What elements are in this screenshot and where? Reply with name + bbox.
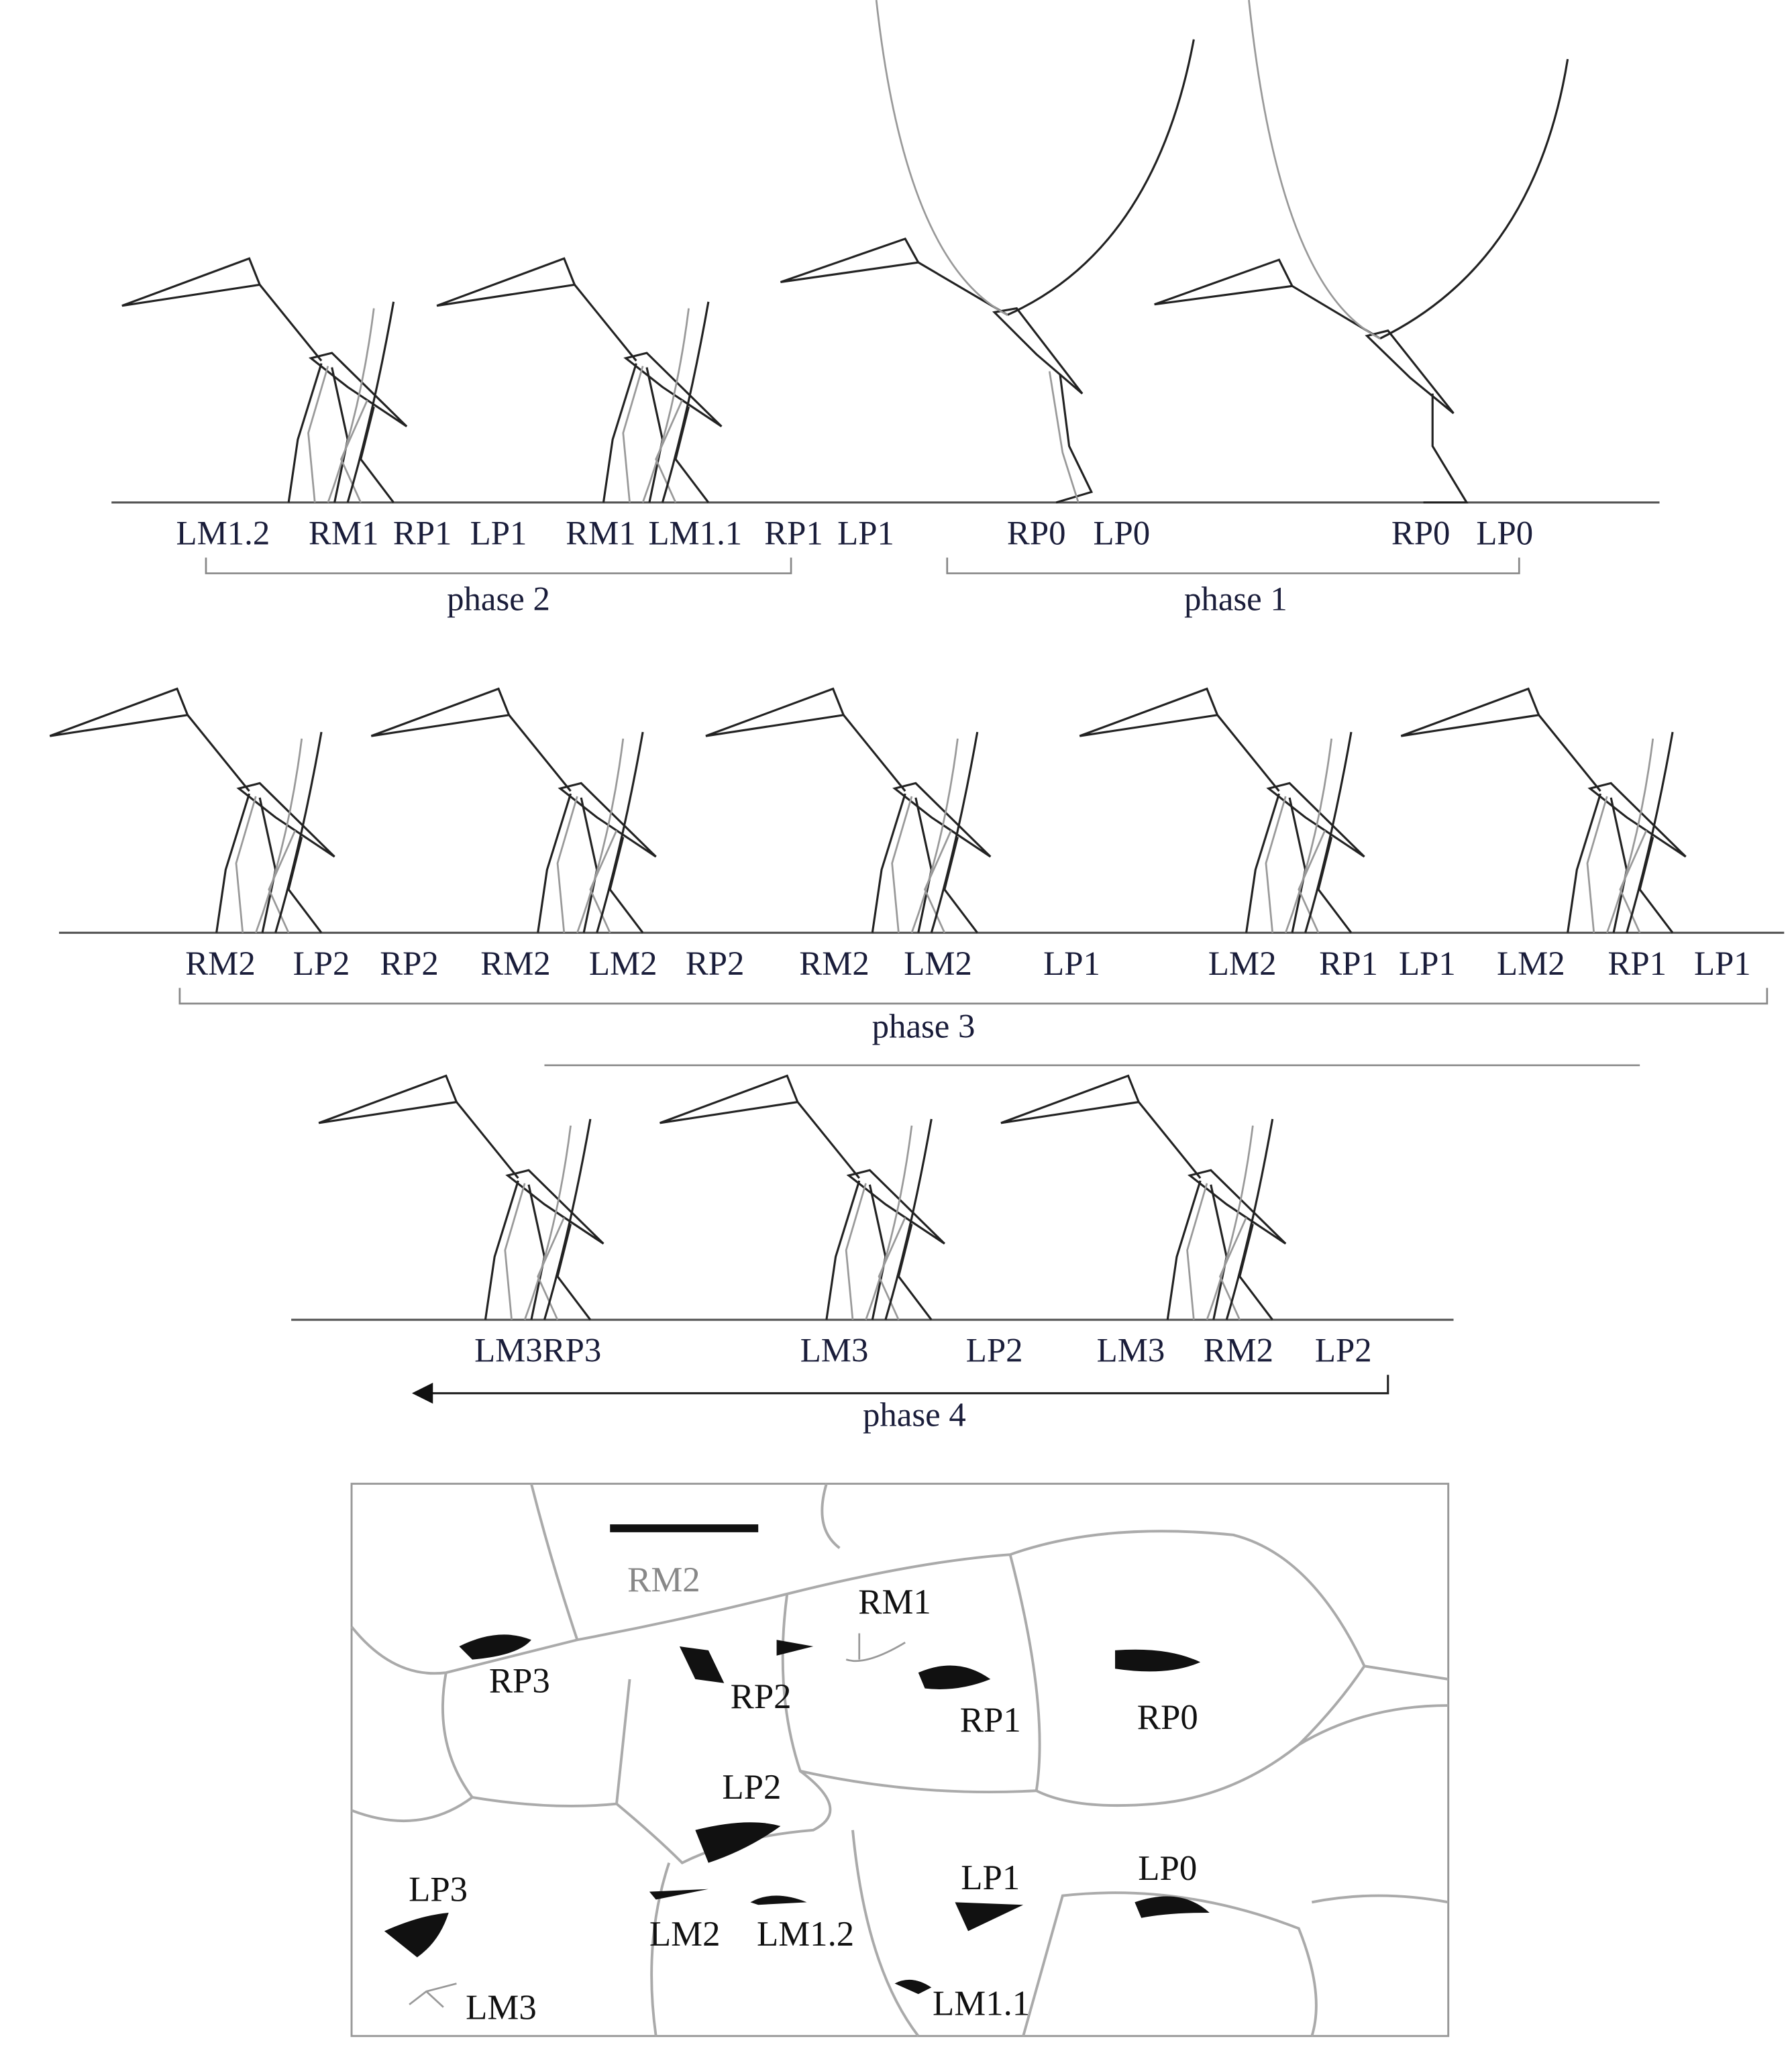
limb-label: RM2 xyxy=(480,945,551,982)
track-label: LP1 xyxy=(961,1858,1020,1897)
track-label: LM3 xyxy=(466,1988,537,2027)
limb-label: LP1 xyxy=(470,515,527,552)
trackway-panel: RM2 RM1 RP3 RP2 RP1 RP0 LP2 LP3 LP1 LP0 … xyxy=(350,1483,1450,2038)
limb-label: LP2 xyxy=(1315,1332,1372,1369)
phase-bracket xyxy=(178,988,1769,1005)
direction-arrow xyxy=(430,1375,1389,1395)
track-label: LM1.1 xyxy=(933,1984,1030,2023)
handprint-lm1-1 xyxy=(894,1979,932,1995)
pterosaur-figure xyxy=(435,257,723,504)
track-label: RP0 xyxy=(1137,1698,1198,1737)
track-label: LP3 xyxy=(409,1870,468,1909)
row1-labels: LM1.2 RM1 RP1 LP1 RM1 LM1.1 RP1 LP1 RP0 … xyxy=(176,515,1534,618)
limb-label: LP2 xyxy=(293,945,350,982)
limb-label: LP1 xyxy=(1694,945,1751,982)
track-label: RP3 xyxy=(489,1661,550,1700)
phase-label: phase 1 xyxy=(1184,580,1287,617)
limb-label: LM2 xyxy=(1497,945,1565,982)
limb-label: RM1 xyxy=(309,515,379,552)
limb-label: LM3RP3 xyxy=(474,1332,601,1369)
row1-figures xyxy=(111,0,1660,504)
limb-label: LM2 xyxy=(589,945,657,982)
pterosaur-figure xyxy=(1400,688,1687,934)
limb-label: RP1 xyxy=(393,515,452,552)
limb-label: RM2 xyxy=(185,945,256,982)
footprint-lp1 xyxy=(955,1902,1024,1932)
limb-label: LP0 xyxy=(1476,515,1533,552)
track-label: LP0 xyxy=(1138,1849,1197,1888)
pterosaur-figure xyxy=(370,688,657,934)
track-label: LP2 xyxy=(722,1768,781,1807)
pterosaur-figure xyxy=(121,257,408,504)
limb-label: LP2 xyxy=(966,1332,1023,1369)
footprint-lp2 xyxy=(695,1822,781,1863)
track-label: RP1 xyxy=(960,1701,1021,1740)
track-label: RM1 xyxy=(858,1583,931,1622)
limb-label: RP1 xyxy=(1607,945,1667,982)
pterosaur-figure xyxy=(317,1074,605,1321)
footprint-rp3 xyxy=(459,1634,531,1660)
footprint-lp0 xyxy=(1135,1896,1210,1918)
arrowhead-icon xyxy=(411,1383,433,1404)
track-label: LM2 xyxy=(649,1915,721,1954)
track-label: RP2 xyxy=(731,1677,792,1716)
row2-figures xyxy=(48,688,1785,934)
limb-label: LM2 xyxy=(1208,945,1277,982)
limb-label: LP0 xyxy=(1093,515,1150,552)
handprint-lm1-2 xyxy=(750,1895,807,1905)
row3-figures xyxy=(291,1074,1454,1321)
handprint-rp2 xyxy=(679,1646,725,1683)
pterosaur-figure xyxy=(1000,1074,1287,1321)
handprint-rm1 xyxy=(845,1633,906,1662)
limb-label: RP1 xyxy=(1319,945,1378,982)
pterosaur-figure xyxy=(704,688,992,934)
phase-label: phase 4 xyxy=(863,1396,966,1434)
row3-labels: LM3RP3 LM3 LP2 LM3 RM2 LP2 phase 4 xyxy=(411,1332,1389,1434)
limb-label: RM2 xyxy=(1204,1332,1274,1369)
footprint-lp3 xyxy=(384,1912,449,1958)
pterosaur-figure-wing-up xyxy=(780,0,1195,504)
limb-label: LM1.1 xyxy=(648,515,742,552)
limb-label: LP1 xyxy=(1043,945,1100,982)
phase-bracket xyxy=(205,558,792,574)
phase-label: phase 2 xyxy=(447,580,550,617)
phase-bracket xyxy=(946,558,1520,574)
limb-label: LP1 xyxy=(1399,945,1456,982)
pterosaur-figure-wing-up xyxy=(1154,0,1569,504)
limb-label: RM2 xyxy=(799,945,869,982)
limb-label: LM2 xyxy=(904,945,972,982)
limb-label: RP2 xyxy=(380,945,439,982)
limb-label: LM3 xyxy=(800,1332,869,1369)
handprint-lm3 xyxy=(409,1983,457,2008)
limb-label: RP0 xyxy=(1391,515,1451,552)
limb-label: RP0 xyxy=(1007,515,1066,552)
track-label: RM2 xyxy=(627,1561,700,1599)
track-prints xyxy=(384,1633,1210,2008)
row2-labels: RM2 LP2 RP2 RM2 LM2 RP2 RM2 LM2 LP1 LM2 … xyxy=(178,945,1769,1067)
track-label: LM1.2 xyxy=(757,1915,854,1954)
footprint-rp1 xyxy=(918,1665,991,1689)
limb-label: LP1 xyxy=(837,515,894,552)
phase-label: phase 3 xyxy=(872,1008,976,1045)
limb-label: LM3 xyxy=(1097,1332,1165,1369)
footprint-rp0 xyxy=(1115,1649,1201,1672)
pterosaur-figure xyxy=(48,688,336,934)
pterosaur-figure xyxy=(1078,688,1366,934)
limb-label: LM1.2 xyxy=(176,515,270,552)
handprint-lm2 xyxy=(649,1889,708,1900)
print-mark xyxy=(776,1640,814,1656)
limb-label: RM1 xyxy=(566,515,636,552)
limb-label: RP2 xyxy=(686,945,745,982)
limb-label: RP1 xyxy=(764,515,823,552)
pterosaur-figure xyxy=(658,1074,946,1321)
